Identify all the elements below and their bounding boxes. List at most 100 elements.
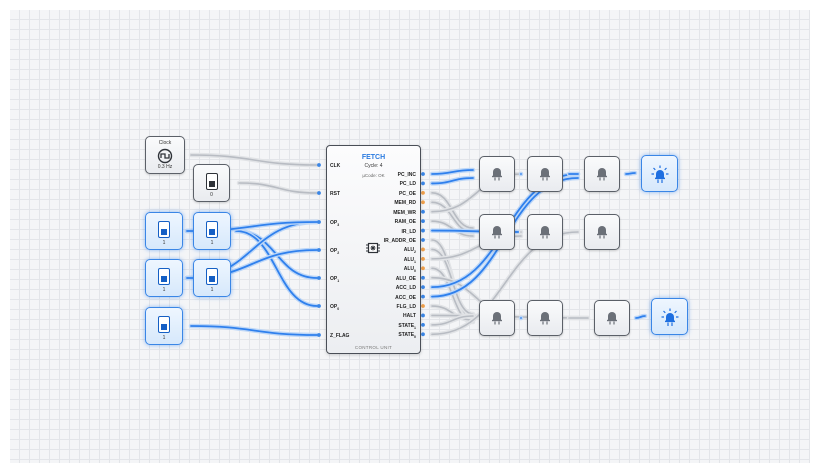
- and-gate-g6[interactable]: [584, 214, 620, 250]
- output-pin-label: RAM_OE: [394, 219, 416, 226]
- control-unit-cycle: Cycle: 4: [364, 163, 383, 169]
- output-pin-label: ALU1: [403, 256, 416, 264]
- output-pin-label: HALT: [403, 313, 416, 320]
- reset-switch[interactable]: 0: [193, 164, 230, 202]
- output-pin-label: ACC_LD: [395, 285, 416, 292]
- wire-out-1-to-gate[interactable]: [429, 175, 476, 186]
- output-pin-7[interactable]: [421, 238, 425, 242]
- led-bulb-icon: [597, 226, 607, 239]
- op3-input-switch-a[interactable]: 1: [145, 212, 183, 250]
- output-pin-14[interactable]: [421, 304, 425, 308]
- wire-out-0-to-gate[interactable]: [429, 167, 476, 177]
- circuit-canvas[interactable]: Clock 0.3 Hz 0 1 1 1 1 1 FETCH Cycle: 4 …: [10, 10, 810, 463]
- lit-lamp-icon: [651, 165, 668, 183]
- switch-toggle-icon: [206, 268, 218, 285]
- chip-icon: [366, 242, 380, 254]
- control-unit-state: FETCH: [361, 154, 386, 161]
- op1-input-switch-b[interactable]: 1: [193, 259, 231, 297]
- led-bulb-icon: [597, 168, 607, 181]
- and-gate-g5[interactable]: [527, 214, 563, 250]
- wire-gate3-lamp[interactable]: [623, 170, 638, 177]
- output-pin-label: FLG_LD: [396, 304, 416, 311]
- and-gate-g7[interactable]: [479, 300, 515, 336]
- output-pin-label: ALU2: [403, 247, 416, 255]
- and-gate-g4[interactable]: [479, 214, 515, 250]
- output-pin-label: STATE1: [398, 322, 416, 330]
- switch-value: 1: [162, 287, 166, 293]
- switch-value: 1: [162, 240, 166, 246]
- input-pin-0[interactable]: [317, 163, 321, 167]
- output-pin-16[interactable]: [421, 322, 425, 327]
- output-pin-17[interactable]: [421, 332, 425, 337]
- output-pin-12[interactable]: [421, 285, 425, 290]
- input-pin-2[interactable]: [317, 220, 321, 224]
- output-pin-0[interactable]: [421, 172, 425, 176]
- and-gate-g8[interactable]: [527, 300, 563, 336]
- led-bulb-icon: [492, 226, 502, 239]
- output-pin-13[interactable]: [421, 294, 425, 299]
- wire-op-cross-2[interactable]: [233, 228, 320, 309]
- output-pin-2[interactable]: [421, 190, 425, 195]
- switch-value: 0: [210, 192, 213, 198]
- and-gate-g3[interactable]: [584, 156, 620, 192]
- clock-frequency: 0.3 Hz: [157, 164, 173, 170]
- switch-toggle-icon: [158, 268, 170, 285]
- output-pin-label: ACC_OE: [395, 294, 416, 301]
- output-pin-6[interactable]: [421, 228, 425, 233]
- output-lamp-lamp-top[interactable]: [641, 155, 678, 192]
- output-pin-11[interactable]: [421, 275, 425, 280]
- wire-out-16-to-gate[interactable]: [429, 313, 476, 328]
- input-pin-label: OP1: [330, 276, 340, 283]
- switch-toggle-icon: [158, 316, 170, 333]
- switch-toggle-icon: [205, 173, 218, 190]
- output-pin-label: ALU0: [403, 266, 416, 274]
- output-pin-label: IR_ADDR_OE: [383, 238, 416, 244]
- wire-reset-to-rst[interactable]: [236, 180, 320, 196]
- led-bulb-icon: [540, 312, 550, 325]
- output-pin-label: PC_OE: [399, 190, 416, 197]
- wire-gate9-lamp[interactable]: [633, 313, 648, 321]
- output-pin-8[interactable]: [421, 247, 425, 252]
- output-pin-label: PC_LD: [399, 181, 416, 188]
- and-gate-g9[interactable]: [594, 300, 630, 336]
- output-lamp-lamp-bottom[interactable]: [651, 298, 688, 335]
- switch-value: 1: [210, 240, 214, 246]
- input-pin-6[interactable]: [317, 333, 321, 337]
- and-gate-g2[interactable]: [527, 156, 563, 192]
- led-bulb-icon: [492, 312, 502, 325]
- control-unit-ucode-status: µCode: OK: [362, 173, 385, 178]
- switch-toggle-icon: [206, 221, 218, 238]
- switch-value: 1: [162, 335, 166, 341]
- op1-input-switch-a[interactable]: 1: [145, 259, 183, 297]
- output-pin-4[interactable]: [421, 209, 425, 214]
- output-pin-10[interactable]: [421, 266, 425, 271]
- output-pin-5[interactable]: [421, 219, 425, 224]
- clock-component[interactable]: Clock 0.3 Hz: [145, 136, 185, 174]
- input-pin-label: OP3: [330, 220, 340, 227]
- output-pin-3[interactable]: [421, 200, 425, 205]
- output-pin-1[interactable]: [421, 181, 425, 186]
- output-pin-label: IR_LD: [401, 228, 416, 235]
- output-pin-label: STATE0: [398, 332, 416, 340]
- output-pin-15[interactable]: [421, 313, 425, 318]
- led-bulb-icon: [540, 226, 550, 239]
- wire-out-14-to-gate[interactable]: [429, 303, 476, 323]
- input-pin-4[interactable]: [317, 276, 321, 280]
- switch-value: 1: [210, 287, 214, 293]
- op3-input-switch-b[interactable]: 1: [193, 212, 231, 250]
- z-flag-switch[interactable]: 1: [145, 307, 183, 345]
- input-pin-3[interactable]: [317, 248, 321, 252]
- led-bulb-icon: [492, 168, 502, 181]
- input-pin-1[interactable]: [317, 191, 321, 195]
- output-pin-9[interactable]: [421, 256, 425, 261]
- input-pin-label: CLK: [330, 163, 341, 169]
- wire-clock-to-clk[interactable]: [188, 152, 320, 168]
- wire-zflag-to-input[interactable]: [188, 323, 320, 338]
- input-pin-label: OP0: [330, 304, 340, 311]
- control-unit-footer: CONTROL UNIT: [354, 345, 393, 350]
- and-gate-g1[interactable]: [479, 156, 515, 192]
- input-pin-5[interactable]: [317, 304, 321, 308]
- output-pin-label: MEM_RD: [394, 200, 416, 207]
- led-bulb-icon: [540, 168, 550, 181]
